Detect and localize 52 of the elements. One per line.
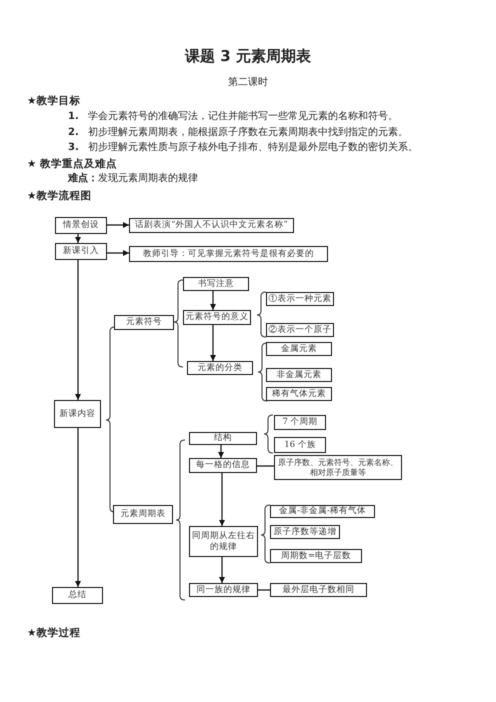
step-box: 每一格的信息 (189, 458, 257, 473)
arrow (75, 428, 81, 587)
section-heading: ★教学流程图 (27, 190, 92, 203)
step-box: 原子序数、元素符号、元素名称、相对原子质量等 (274, 455, 402, 480)
step-box: 元素周期表 (113, 505, 173, 524)
arrow (75, 234, 81, 243)
step-box: 16 个族 (274, 437, 326, 453)
step-box: ②表示一个原子 (266, 323, 334, 337)
arrow (107, 222, 129, 228)
connector-line (257, 465, 274, 467)
step-box: 元素符号的意义 (183, 310, 251, 325)
step-box: 同周期从左往右的规律 (189, 526, 258, 557)
objective-text: 初步理解元素性质与原子核外电子排布、特别是最外层电子数的密切关系。 (88, 142, 418, 154)
arrow (218, 445, 224, 458)
step-box: 金属-非金属-稀有气体 (270, 505, 375, 518)
step-box: 话剧表演“外国人不认识中文元素名称” (129, 218, 294, 233)
step-box: 结构 (189, 432, 257, 445)
step-box: 情景创设 (55, 217, 107, 234)
step-box: 最外层电子数相同 (270, 583, 367, 597)
objective-text: 初步理解元素周期表，能根据原子序数在元素周期表中找到指定的元素。 (88, 127, 408, 139)
section-heading: ★教学目标 (27, 95, 80, 108)
step-box: 周期数=电子层数 (270, 549, 362, 563)
arrow (210, 291, 216, 310)
arrow (219, 557, 225, 583)
arrow (219, 473, 225, 526)
step-box: 元素的分类 (187, 361, 253, 375)
list-number: 2. (68, 127, 79, 139)
step-box: 总结 (52, 587, 103, 604)
arrow (75, 260, 81, 400)
key-point-text: 难点：发现元素周期表的规律 (68, 173, 198, 185)
step-box: 金属元素 (266, 342, 332, 356)
lesson-subtitle: 第二课时 (228, 77, 268, 89)
step-box: 元素符号 (114, 315, 174, 330)
step-box: 书写注意 (183, 277, 249, 291)
step-box: 7 个周期 (274, 415, 326, 430)
list-number: 3. (68, 142, 79, 154)
list-number: 1. (68, 111, 79, 123)
step-box: 同一族的规律 (189, 583, 258, 597)
objective-text: 学会元素符号的准确写法，记住并能书写一些常见元素的名称和符号。 (88, 111, 398, 123)
step-box: 原子序数等递增 (270, 525, 340, 539)
page-title: 课题 3 元素周期表 (185, 47, 311, 65)
step-box: 稀有气体元素 (266, 387, 332, 401)
step-box: 非金属元素 (266, 368, 332, 382)
section-heading: ★ 教学重点及难点 (27, 158, 118, 171)
arrow (210, 325, 216, 361)
connector-line (258, 589, 270, 591)
arrow (107, 250, 129, 256)
step-box: 教师引导：可见掌握元素符号是很有必要的 (129, 246, 328, 262)
step-box: 新课内容 (54, 400, 101, 428)
step-box: ①表示一种元素 (266, 292, 334, 306)
step-box: 新课引入 (55, 243, 107, 260)
section-heading: ★教学过程 (27, 627, 80, 640)
